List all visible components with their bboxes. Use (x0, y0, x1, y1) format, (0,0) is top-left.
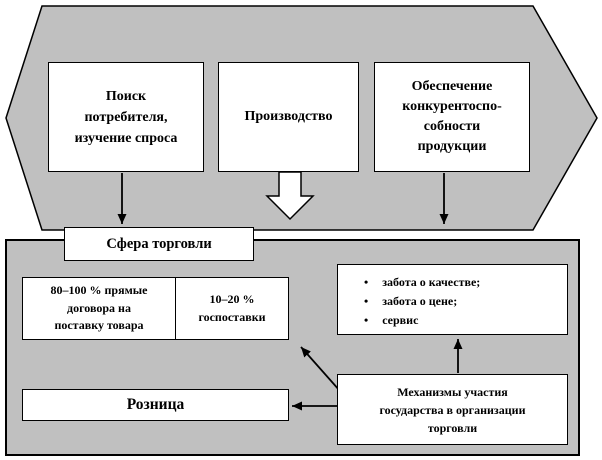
care-list-box: забота о качестве; забота о цене; сервис (337, 264, 568, 335)
bullet-icon (364, 311, 368, 330)
search-consumer-line: изучение спроса (74, 130, 178, 146)
competitiveness-line: конкурентоспо- (402, 99, 502, 115)
care-item-label: сервис (382, 313, 419, 327)
list-item: забота о качестве; (364, 273, 480, 292)
trade-sphere-box: Сфера торговли (64, 227, 254, 261)
production-box: Производство (218, 62, 359, 172)
care-item-label: забота о качестве; (382, 275, 481, 289)
trade-sphere-label: Сфера торговли (106, 235, 212, 252)
direct-contracts-line: поставку товара (54, 318, 144, 333)
bullet-icon (364, 292, 368, 311)
care-item-label: забота о цене; (382, 294, 458, 308)
search-consumer-box: Поиск потребителя, изучение спроса (48, 62, 204, 172)
list-item: сервис (364, 311, 418, 330)
bullet-icon (364, 273, 368, 292)
retail-label: Розница (126, 396, 185, 413)
state-supply-cell: 10–20 % госпоставки (176, 278, 288, 339)
competitiveness-line: Обеспечение (411, 79, 493, 95)
state-supply-line: госпоставки (198, 309, 266, 324)
contracts-split-box: 80–100 % прямые договора на поставку тов… (22, 277, 289, 340)
list-item: забота о цене; (364, 292, 457, 311)
direct-contracts-cell: 80–100 % прямые договора на поставку тов… (23, 278, 176, 339)
search-consumer-line: потребителя, (84, 109, 168, 125)
competitiveness-line: продукции (417, 138, 487, 154)
direct-contracts-line: 80–100 % прямые (50, 283, 148, 298)
competitiveness-box: Обеспечение конкурентоспо- собности прод… (374, 62, 530, 172)
state-mechanisms-line: торговли (427, 420, 478, 435)
search-consumer-line: Поиск (105, 88, 147, 104)
retail-box: Розница (22, 389, 289, 421)
arrow-mechanisms-to-contracts-icon (300, 346, 341, 392)
state-mechanisms-box: Механизмы участия государства в организа… (337, 374, 568, 445)
state-mechanisms-line: государства в организации (379, 402, 526, 417)
competitiveness-line: собности (423, 119, 481, 134)
state-mechanisms-line: Механизмы участия (397, 384, 508, 399)
direct-contracts-line: договора на (67, 300, 131, 315)
state-supply-line: 10–20 % (209, 292, 255, 307)
down-block-arrow-icon (265, 171, 315, 221)
production-label: Производство (244, 109, 333, 124)
